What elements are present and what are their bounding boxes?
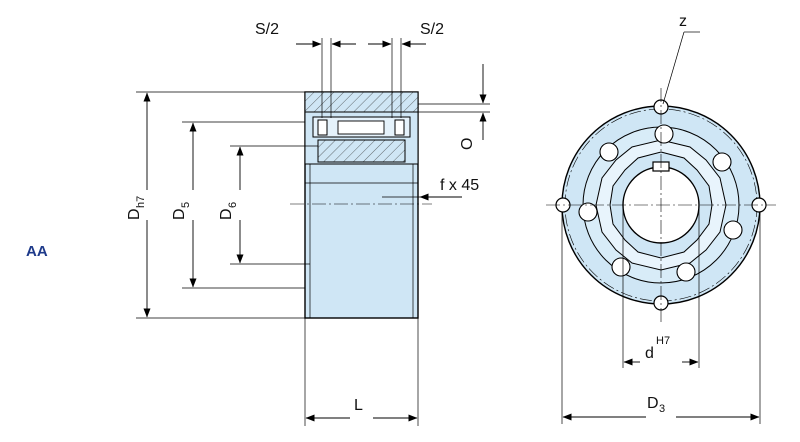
bore-superscript: H7 xyxy=(656,335,670,347)
roller xyxy=(599,142,619,162)
roller xyxy=(712,152,732,172)
s-half-dimensions: S/2 S/2 xyxy=(255,21,444,118)
d6-subscript: 6 xyxy=(227,202,239,208)
z-label: z xyxy=(679,13,687,30)
roller-left xyxy=(317,119,328,136)
d5-label: D xyxy=(171,208,188,220)
d3-subscript: 3 xyxy=(659,403,665,415)
s-half-right-label: S/2 xyxy=(420,21,444,38)
outer-ring-hatch xyxy=(304,91,419,113)
chamfer-label: f x 45 xyxy=(440,177,479,194)
roller xyxy=(654,124,674,144)
o-dimension: O xyxy=(418,64,490,150)
d5-dimension: D 5 xyxy=(171,121,305,289)
d3-label: D xyxy=(647,395,659,412)
sprag xyxy=(337,120,385,135)
roller xyxy=(723,220,743,240)
dh7-subscript: h7 xyxy=(135,196,147,208)
d5-subscript: 5 xyxy=(180,202,192,208)
bore-dimension: d H7 xyxy=(622,205,700,368)
length-label: L xyxy=(354,397,363,414)
length-dimension: L xyxy=(304,318,419,426)
z-leader xyxy=(662,31,685,105)
roller-right xyxy=(394,119,405,136)
front-view: z xyxy=(546,13,776,322)
chamfer-callout: f x 45 xyxy=(419,177,479,201)
roller xyxy=(611,257,631,277)
dh7-dimension: D h7 xyxy=(126,91,305,319)
roller xyxy=(676,262,696,282)
s-half-left-label: S/2 xyxy=(255,21,279,38)
d6-label: D xyxy=(218,208,235,220)
dh7-label: D xyxy=(126,208,143,220)
bore-label: d xyxy=(645,345,654,362)
side-view xyxy=(290,91,432,319)
d6-dimension: D 6 xyxy=(218,145,318,265)
inner-ring-hatch xyxy=(317,139,406,163)
d3-dimension: D 3 xyxy=(561,212,761,424)
roller xyxy=(578,202,598,222)
o-label: O xyxy=(459,138,476,150)
variant-tag: AA xyxy=(26,243,48,260)
